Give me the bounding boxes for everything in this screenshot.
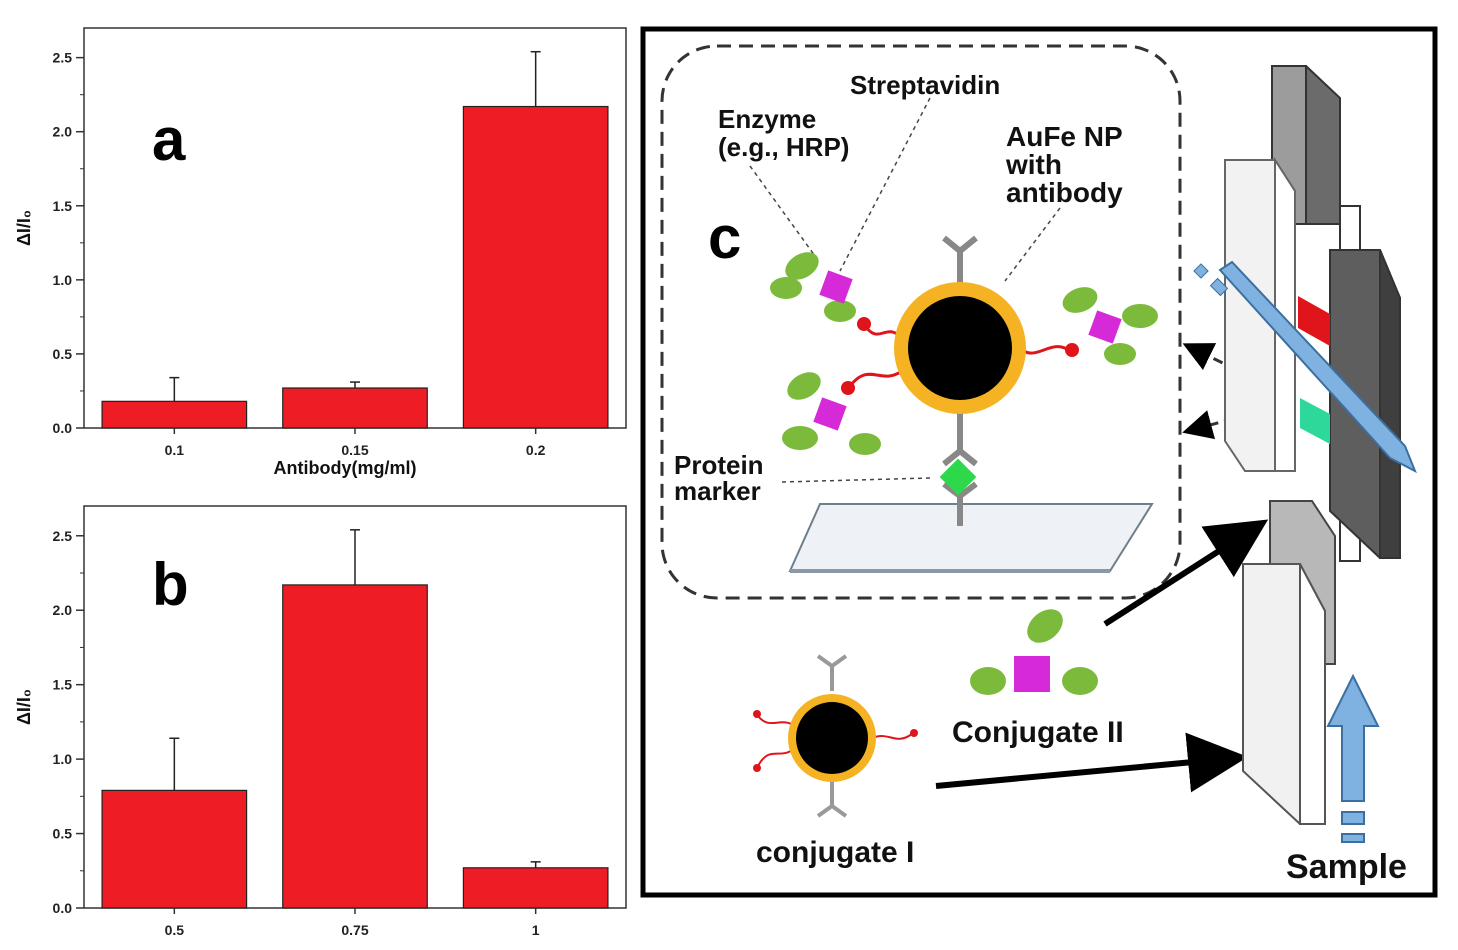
streptavidin-label: Streptavidin	[850, 70, 1000, 100]
y-tick-label: 0.5	[53, 826, 73, 842]
y-tick-label: 2.5	[53, 50, 73, 66]
conjugate-ii-label: Conjugate II	[952, 716, 1124, 749]
arrow-conjugate-i	[935, 732, 1248, 793]
tether-tips	[841, 317, 1079, 395]
chart-b: 0.0 0.5 1.0 1.5 2.0 2.5 0.5 0.75 1 ΔI/I₀ b	[14, 505, 627, 938]
y-tick-label: 1.5	[53, 198, 73, 214]
y-tick-label: 2.0	[53, 602, 73, 618]
panel-label: a	[152, 106, 186, 173]
nanoparticle-core	[908, 296, 1012, 400]
y-axis-title: ΔI/I₀	[14, 689, 34, 725]
test-line	[1298, 296, 1330, 346]
panel-label: b	[152, 551, 189, 618]
y-tick-label: 1.0	[53, 751, 73, 767]
x-tick-label: 0.15	[341, 442, 368, 458]
chart-a: 0.0 0.5 1.0 1.5 2.0 2.5 0.1 0.15 0.2Antibody(mg/…	[14, 27, 627, 478]
sample-label: Sample	[1286, 848, 1407, 886]
enzyme-complex-left	[782, 372, 881, 455]
bar	[282, 584, 428, 909]
leader-lines	[749, 97, 1061, 483]
bar	[462, 105, 609, 429]
membrane-slab	[788, 503, 1154, 572]
conjugate-ii-icon	[970, 609, 1098, 695]
bar	[101, 789, 248, 909]
strip-assembly	[1193, 65, 1417, 825]
panel-label-c: c	[708, 204, 741, 271]
lateral-flow-diagram: c Streptavidin Enzyme (e.g., HRP) AuFe N…	[640, 26, 1438, 898]
x-axis-title: Antibody(mg/ml)	[274, 458, 417, 478]
y-tick-label: 0.5	[53, 346, 73, 362]
protein-marker-label-line1: Protein	[674, 450, 764, 480]
y-axis-title: ΔI/I₀	[14, 210, 34, 246]
enzyme-complex-upper-left	[770, 252, 856, 322]
protein-marker-icon	[939, 458, 977, 496]
conjugate-i-label: conjugate I	[756, 836, 914, 869]
x-tick-label: 0.5	[165, 922, 185, 938]
enzyme-label-line2: (e.g., HRP)	[718, 132, 849, 162]
y-tick-label: 2.5	[53, 528, 73, 544]
arrow-conjugate-ii	[1103, 519, 1269, 627]
y-tick-label: 2.0	[53, 124, 73, 140]
y-tick-label: 0.0	[53, 900, 73, 916]
conjugate-i-icon	[753, 654, 918, 818]
inset-dashed-border	[660, 44, 1182, 600]
sample-flow-arrow	[1326, 673, 1380, 843]
x-tick-label: 1	[532, 922, 540, 938]
y-tick-label: 0.0	[53, 420, 73, 436]
bar	[282, 387, 428, 429]
bar	[462, 867, 609, 909]
bar	[101, 400, 248, 429]
y-tick-label: 1.5	[53, 677, 73, 693]
protein-marker-label-line2: marker	[674, 476, 761, 506]
enzyme-label-line1: Enzyme	[718, 104, 816, 134]
aufe-label-line1: AuFe NP	[1006, 121, 1123, 152]
flow-arrow-diagonal	[1218, 260, 1417, 474]
aufe-label-line3: antibody	[1006, 177, 1123, 208]
y-tick-label: 1.0	[53, 272, 73, 288]
aufe-label-line2: with	[1005, 149, 1062, 180]
enzyme-complex-right	[1062, 287, 1158, 365]
x-tick-label: 0.75	[341, 922, 368, 938]
control-line	[1300, 398, 1330, 444]
x-tick-label: 0.1	[165, 442, 185, 458]
x-tick-label: 0.2	[526, 442, 546, 458]
